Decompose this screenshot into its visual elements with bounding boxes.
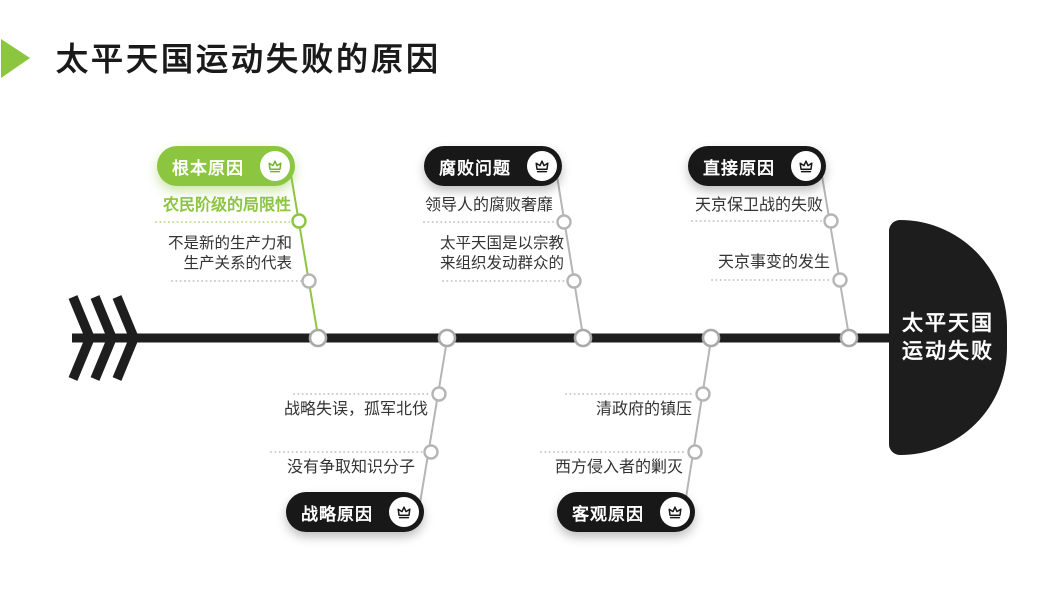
badge-label: 根本原因 — [172, 158, 244, 178]
category-badge-root-cause: 根本原因 — [157, 146, 295, 186]
fish-head-line2: 运动失败 — [902, 339, 994, 363]
badge-label: 客观原因 — [572, 504, 644, 524]
cause-item: 天京事变的发生 — [717, 254, 830, 271]
category-badge-strategy: 战略原因 — [286, 492, 424, 532]
category-badge-direct: 直接原因 — [688, 146, 826, 186]
triangle-icon — [1, 39, 30, 78]
cause-item: 不是新的生产力和 生产关系的代表 — [167, 235, 292, 272]
crown-icon — [389, 497, 419, 527]
badge-label: 直接原因 — [703, 158, 775, 178]
badge-label: 腐败问题 — [439, 158, 511, 178]
cause-item: 西方侵入者的剿灭 — [554, 459, 683, 476]
rib-line-objective — [678, 339, 712, 512]
crown-icon — [660, 497, 690, 527]
dotted-leaders — [155, 220, 833, 453]
category-badge-objective: 客观原因 — [557, 492, 695, 532]
rib-line-corruption — [555, 169, 584, 337]
cause-item: 天京保卫战的失败 — [694, 197, 823, 214]
rib-line-direct — [820, 169, 850, 337]
cause-item: 领导人的腐败奢靡 — [424, 197, 553, 214]
feather-marks — [68, 295, 140, 381]
fish-head-line1: 太平天国 — [902, 311, 994, 335]
rib-line-root-cause — [289, 168, 319, 337]
cause-item: 农民阶级的局限性 — [162, 197, 291, 214]
rib-nodes — [291, 213, 848, 460]
category-badge-corruption: 腐败问题 — [424, 146, 562, 186]
page-title: 太平天国运动失败的原因 — [56, 41, 442, 77]
crown-icon — [260, 151, 290, 181]
rib-line-strategy — [412, 339, 448, 512]
cause-item: 清政府的镇压 — [595, 401, 692, 418]
cause-item: 没有争取知识分子 — [286, 459, 415, 476]
crown-icon — [527, 151, 557, 181]
badge-label: 战略原因 — [301, 504, 373, 524]
spine-nodes — [308, 328, 859, 348]
cause-item: 战略失误，孤军北伐 — [283, 401, 428, 418]
crown-icon — [791, 151, 821, 181]
cause-item: 太平天国是以宗教 来组织发动群众的 — [439, 235, 564, 272]
